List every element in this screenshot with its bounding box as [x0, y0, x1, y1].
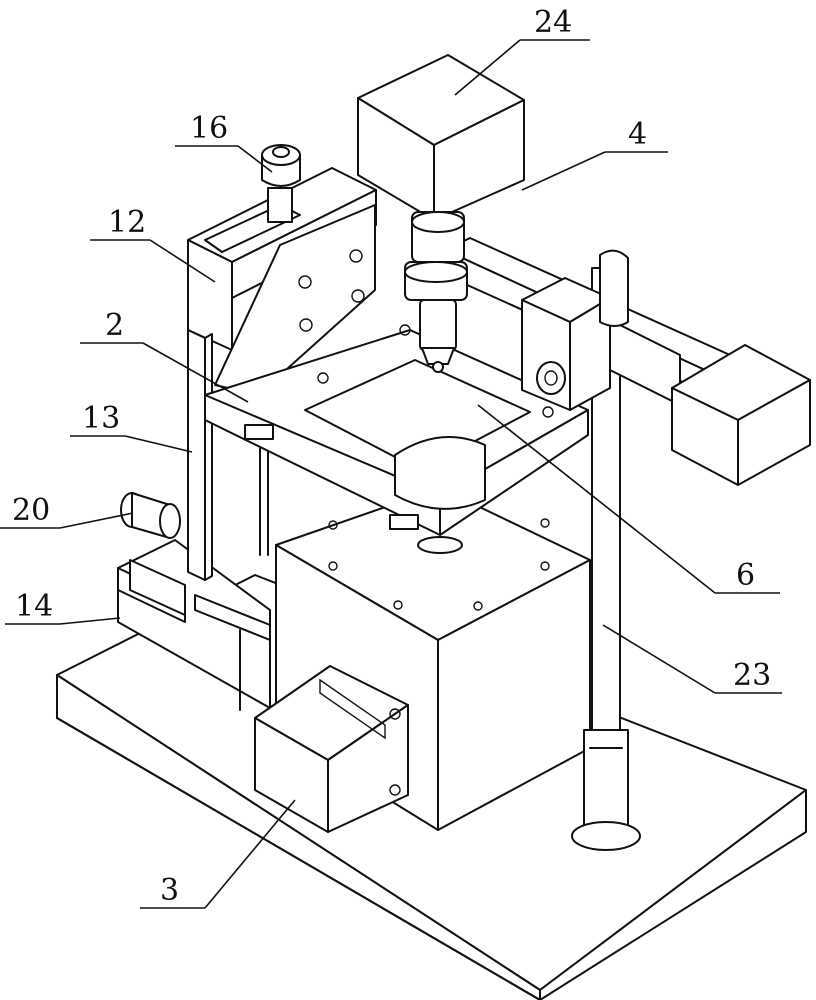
callout-14: 14 — [5, 589, 121, 625]
label-4: 4 — [628, 117, 647, 152]
callout-23: 23 — [602, 624, 782, 694]
callout-6: 6 — [477, 404, 780, 594]
callout-16: 16 — [175, 111, 273, 173]
camera-24 — [357, 54, 525, 221]
label-23: 23 — [733, 658, 771, 693]
adjust-knob-16 — [261, 144, 301, 223]
label-12: 12 — [108, 205, 146, 240]
side-box — [671, 344, 811, 486]
label-20: 20 — [12, 493, 50, 528]
label-2: 2 — [105, 308, 124, 343]
motor-3 — [254, 665, 409, 833]
label-3: 3 — [160, 873, 179, 908]
callout-13: 13 — [70, 401, 193, 453]
label-16: 16 — [190, 111, 228, 146]
callout-12: 12 — [90, 205, 216, 283]
motor-20 — [120, 492, 181, 539]
callout-2: 2 — [80, 308, 249, 403]
side-block-14 — [117, 539, 271, 711]
rotary-table — [394, 436, 486, 554]
callout-24: 24 — [454, 5, 590, 96]
post-clamp — [521, 249, 681, 411]
label-14: 14 — [15, 589, 53, 624]
label-24: 24 — [534, 5, 572, 40]
callout-20: 20 — [0, 493, 134, 529]
label-13: 13 — [82, 401, 120, 436]
spindle — [404, 211, 468, 373]
callout-4: 4 — [521, 117, 668, 191]
label-6: 6 — [736, 558, 755, 593]
callout-3: 3 — [140, 799, 296, 909]
